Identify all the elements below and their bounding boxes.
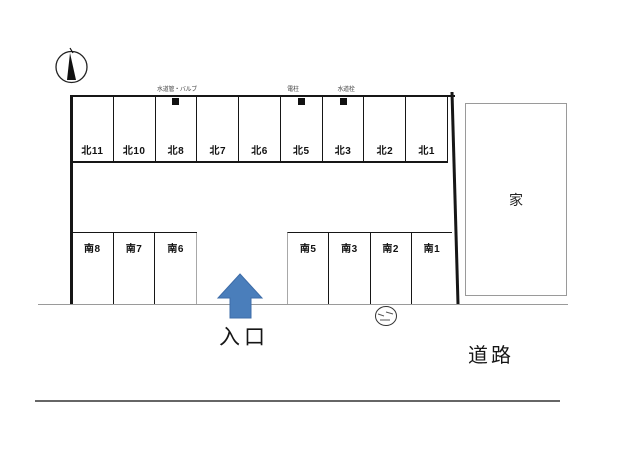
stall-south-2: 南2 xyxy=(371,233,412,304)
stall-south-7: 南7 xyxy=(114,233,156,304)
stall-label: 南1 xyxy=(423,244,441,255)
stall-label: 南8 xyxy=(84,244,101,255)
stall-label: 南3 xyxy=(341,244,358,255)
stall-label: 北3 xyxy=(334,146,352,157)
stall-south-8: 南8 xyxy=(72,233,114,304)
stall-south-3: 南3 xyxy=(329,233,371,304)
entrance-arrow-icon xyxy=(216,273,264,319)
stall-label: 南2 xyxy=(382,244,399,255)
road-label: 道路 xyxy=(468,345,514,367)
stall-label: 南7 xyxy=(125,244,143,255)
utility-note-valve: 水道管・バルブ xyxy=(157,87,197,93)
stall-north-8: 北8 xyxy=(156,95,198,161)
stall-north-5: 北5 xyxy=(281,95,323,161)
stall-label: 北8 xyxy=(167,146,185,157)
stall-north-10: 北10 xyxy=(114,95,156,161)
stall-label: 北7 xyxy=(209,146,227,157)
stall-south-5: 南5 xyxy=(288,233,330,304)
stall-south-6: 南6 xyxy=(155,233,198,304)
stall-label: 北1 xyxy=(418,146,435,157)
stall-label: 北6 xyxy=(251,146,268,157)
lot-right-boundary xyxy=(450,91,460,305)
stall-north-1: 北1 xyxy=(406,95,449,161)
road-edge-line xyxy=(35,400,560,402)
stall-label: 北11 xyxy=(81,146,104,157)
stall-label: 北2 xyxy=(376,146,394,157)
house-label: 家 xyxy=(509,191,523,208)
utility-pole-marker xyxy=(297,98,305,105)
stall-north-11: 北11 xyxy=(72,95,114,161)
compass-north-icon xyxy=(55,47,88,84)
water-meter-icon xyxy=(375,306,397,326)
stall-north-7: 北7 xyxy=(197,95,240,161)
south-stall-row-right: 南5 南3 南2 南1 xyxy=(287,232,452,304)
utility-pole-marker xyxy=(339,98,347,105)
stall-label: 北5 xyxy=(293,146,310,157)
stall-north-3: 北3 xyxy=(323,95,365,161)
stall-north-6: 北6 xyxy=(239,95,281,161)
stall-label: 北10 xyxy=(122,146,146,157)
utility-pole-marker xyxy=(172,98,180,105)
entrance-label: 入口 xyxy=(219,326,269,349)
stall-label: 南6 xyxy=(167,244,184,255)
utility-note-tap: 水道栓 xyxy=(337,87,355,93)
stall-south-1: 南1 xyxy=(412,233,452,304)
lot-left-boundary xyxy=(70,95,73,305)
north-stall-row: 北11 北10 北8 北7 北6 北5 北3 北2 北1 xyxy=(72,95,449,163)
lot-top-boundary xyxy=(72,95,455,97)
south-stall-row-left: 南8 南7 南6 xyxy=(72,232,198,304)
utility-note-pole: 電柱 xyxy=(287,87,299,93)
stall-north-2: 北2 xyxy=(364,95,407,161)
house-box: 家 xyxy=(465,103,567,296)
lot-bottom-boundary xyxy=(38,304,568,305)
stall-label: 南5 xyxy=(299,244,317,255)
